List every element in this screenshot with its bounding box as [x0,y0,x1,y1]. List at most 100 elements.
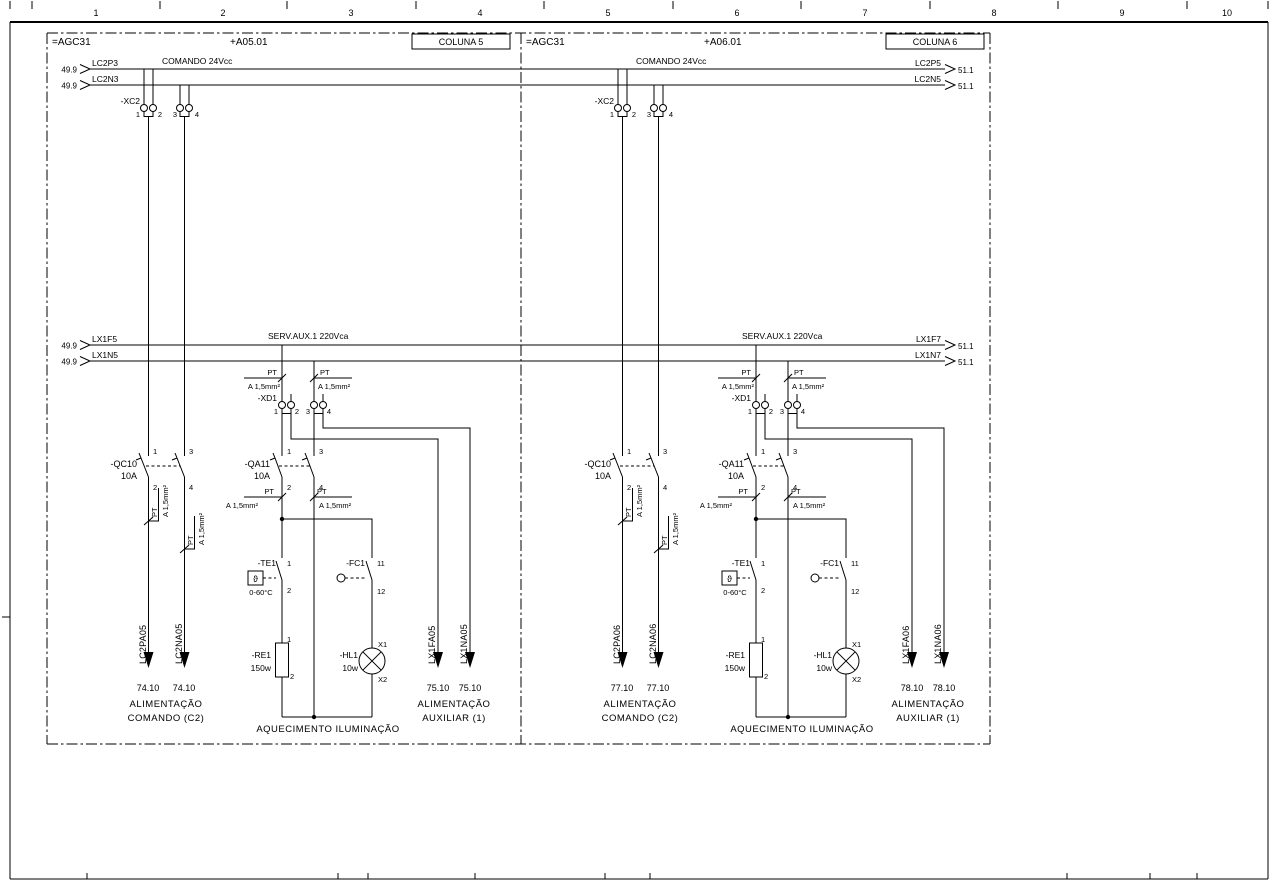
contact-number: 2 [287,586,291,595]
bus-label: LX1N7 [915,350,941,360]
feeder-wire-label: LX1FA06 [901,626,911,664]
feeder-wire-label: LC2NA05 [174,624,184,664]
terminal-block-tag: -XD1 [258,393,278,403]
wire-type: PT [794,368,804,377]
contact-number: 3 [663,447,667,456]
column-5-texts: =AGC31 +A05.01 COLUNA 5 COMANDO 24Vcc SE… [52,33,511,735]
bus-ref: 51.1 [958,342,974,351]
contact-number: 1 [761,447,765,456]
column-title: COLUNA 5 [439,37,484,47]
terminal-number: 4 [195,110,199,119]
contact-number: 2 [627,483,631,492]
ruler-number: 2 [220,8,225,18]
terminal-number: 3 [780,407,784,416]
feeder-caption: ALIMENTAÇÃO [892,699,965,710]
contact-number: 3 [319,447,323,456]
contact-number: 4 [319,483,323,492]
bus-ref: 49.9 [61,358,77,367]
wire-gauge: A 1,5mm² [319,501,352,510]
wire-gauge: A 1,5mm² [722,382,755,391]
terminal-number: X1 [378,640,387,649]
contact-number: 2 [153,483,157,492]
feeder-wire-label: LC2PA05 [138,625,148,664]
terminal-number: 2 [769,407,773,416]
ruler-number: 1 [93,8,98,18]
supply-buses [90,68,945,362]
breaker-rating: 10A [254,471,270,481]
terminal-number: 2 [632,110,636,119]
thermostat-range: 0-60°C [723,588,747,597]
terminal-number: 3 [306,407,310,416]
ruler-number: 7 [862,8,867,18]
terminal-number: 2 [290,672,294,681]
heating-caption: AQUECIMENTO ILUMINAÇÃO [730,724,873,735]
wire-gauge: A 1,5mm² [671,512,680,545]
contact-number: 3 [793,447,797,456]
contact-number: 4 [189,483,193,492]
bus-label: LC2P5 [915,58,941,68]
wire-type: PT [186,535,195,545]
wire-type: PT [267,368,277,377]
theta-symbol: ϑ [253,574,258,584]
contact-number: 2 [761,586,765,595]
wire-type: PT [624,507,633,517]
bus-label: LC2N3 [92,74,119,84]
bus-ref: 49.9 [61,342,77,351]
breaker-rating: 10A [728,471,744,481]
terminal-number: 2 [158,110,162,119]
top-ruler: 1 2 3 4 5 6 7 8 9 10 [93,8,1232,18]
bus-function-label: SERV.AUX.1 220Vca [742,331,823,341]
plant-code: =AGC31 [526,37,565,48]
sheet-ref: 78.10 [933,683,956,693]
feeder-caption: AUXILIAR (1) [422,713,486,724]
contact-number: 12 [851,587,859,596]
bus-label: LX1F7 [916,334,941,344]
feeder-wire-label: LC2PA06 [612,625,622,664]
terminal-number: 1 [761,635,765,644]
contact-number: 4 [793,483,797,492]
left-edge-references: LC2P3 49.9 LC2N3 49.9 LX1F5 49.9 LX1N5 4… [61,58,118,367]
heater-tag: -RE1 [252,650,272,660]
feeder-wire-label: LX1NA05 [459,624,469,664]
lamp-tag: -HL1 [814,650,833,660]
heater-tag: -RE1 [726,650,746,660]
feeder-caption: AUXILIAR (1) [896,713,960,724]
column-title: COLUNA 6 [913,37,958,47]
bus-label: LX1F5 [92,334,117,344]
breaker-rating: 10A [121,471,137,481]
bus-function-label: SERV.AUX.1 220Vca [268,331,349,341]
feeder-caption: COMANDO (C2) [602,713,679,724]
wire-type: PT [317,487,327,496]
sheet-ref: 74.10 [173,683,196,693]
terminal-number: 3 [173,110,177,119]
ruler-number: 9 [1119,8,1124,18]
terminal-block-tag: -XC2 [595,96,615,106]
door-switch-tag: -FC1 [820,558,839,568]
right-edge-references: LC2P5 51.1 LC2N5 51.1 LX1F7 51.1 LX1N7 5… [915,58,975,367]
wire-type: PT [264,487,274,496]
terminal-number: 1 [610,110,614,119]
contact-number: 11 [377,559,385,568]
feeder-wire-label: LC2NA06 [648,624,658,664]
contact-number: 4 [663,483,667,492]
breaker-tag: -QA11 [719,459,744,469]
lamp-tag: -HL1 [340,650,359,660]
plant-code: =AGC31 [52,37,91,48]
breaker-tag: -QC10 [584,459,611,469]
contact-number: 2 [761,483,765,492]
breaker-rating: 10A [595,471,611,481]
ruler-number: 10 [1222,8,1232,18]
contact-number: 11 [851,559,859,568]
feeder-caption: ALIMENTAÇÃO [418,699,491,710]
wire-gauge: A 1,5mm² [793,501,826,510]
thermostat-range: 0-60°C [249,588,273,597]
terminal-number: 2 [295,407,299,416]
contact-number: 12 [377,587,385,596]
terminal-number: 4 [327,407,331,416]
bus-label: LC2N5 [915,74,942,84]
column-6-linework [609,68,950,720]
contact-number: 1 [153,447,157,456]
column-5-linework [135,68,476,720]
bus-label: LX1N5 [92,350,118,360]
